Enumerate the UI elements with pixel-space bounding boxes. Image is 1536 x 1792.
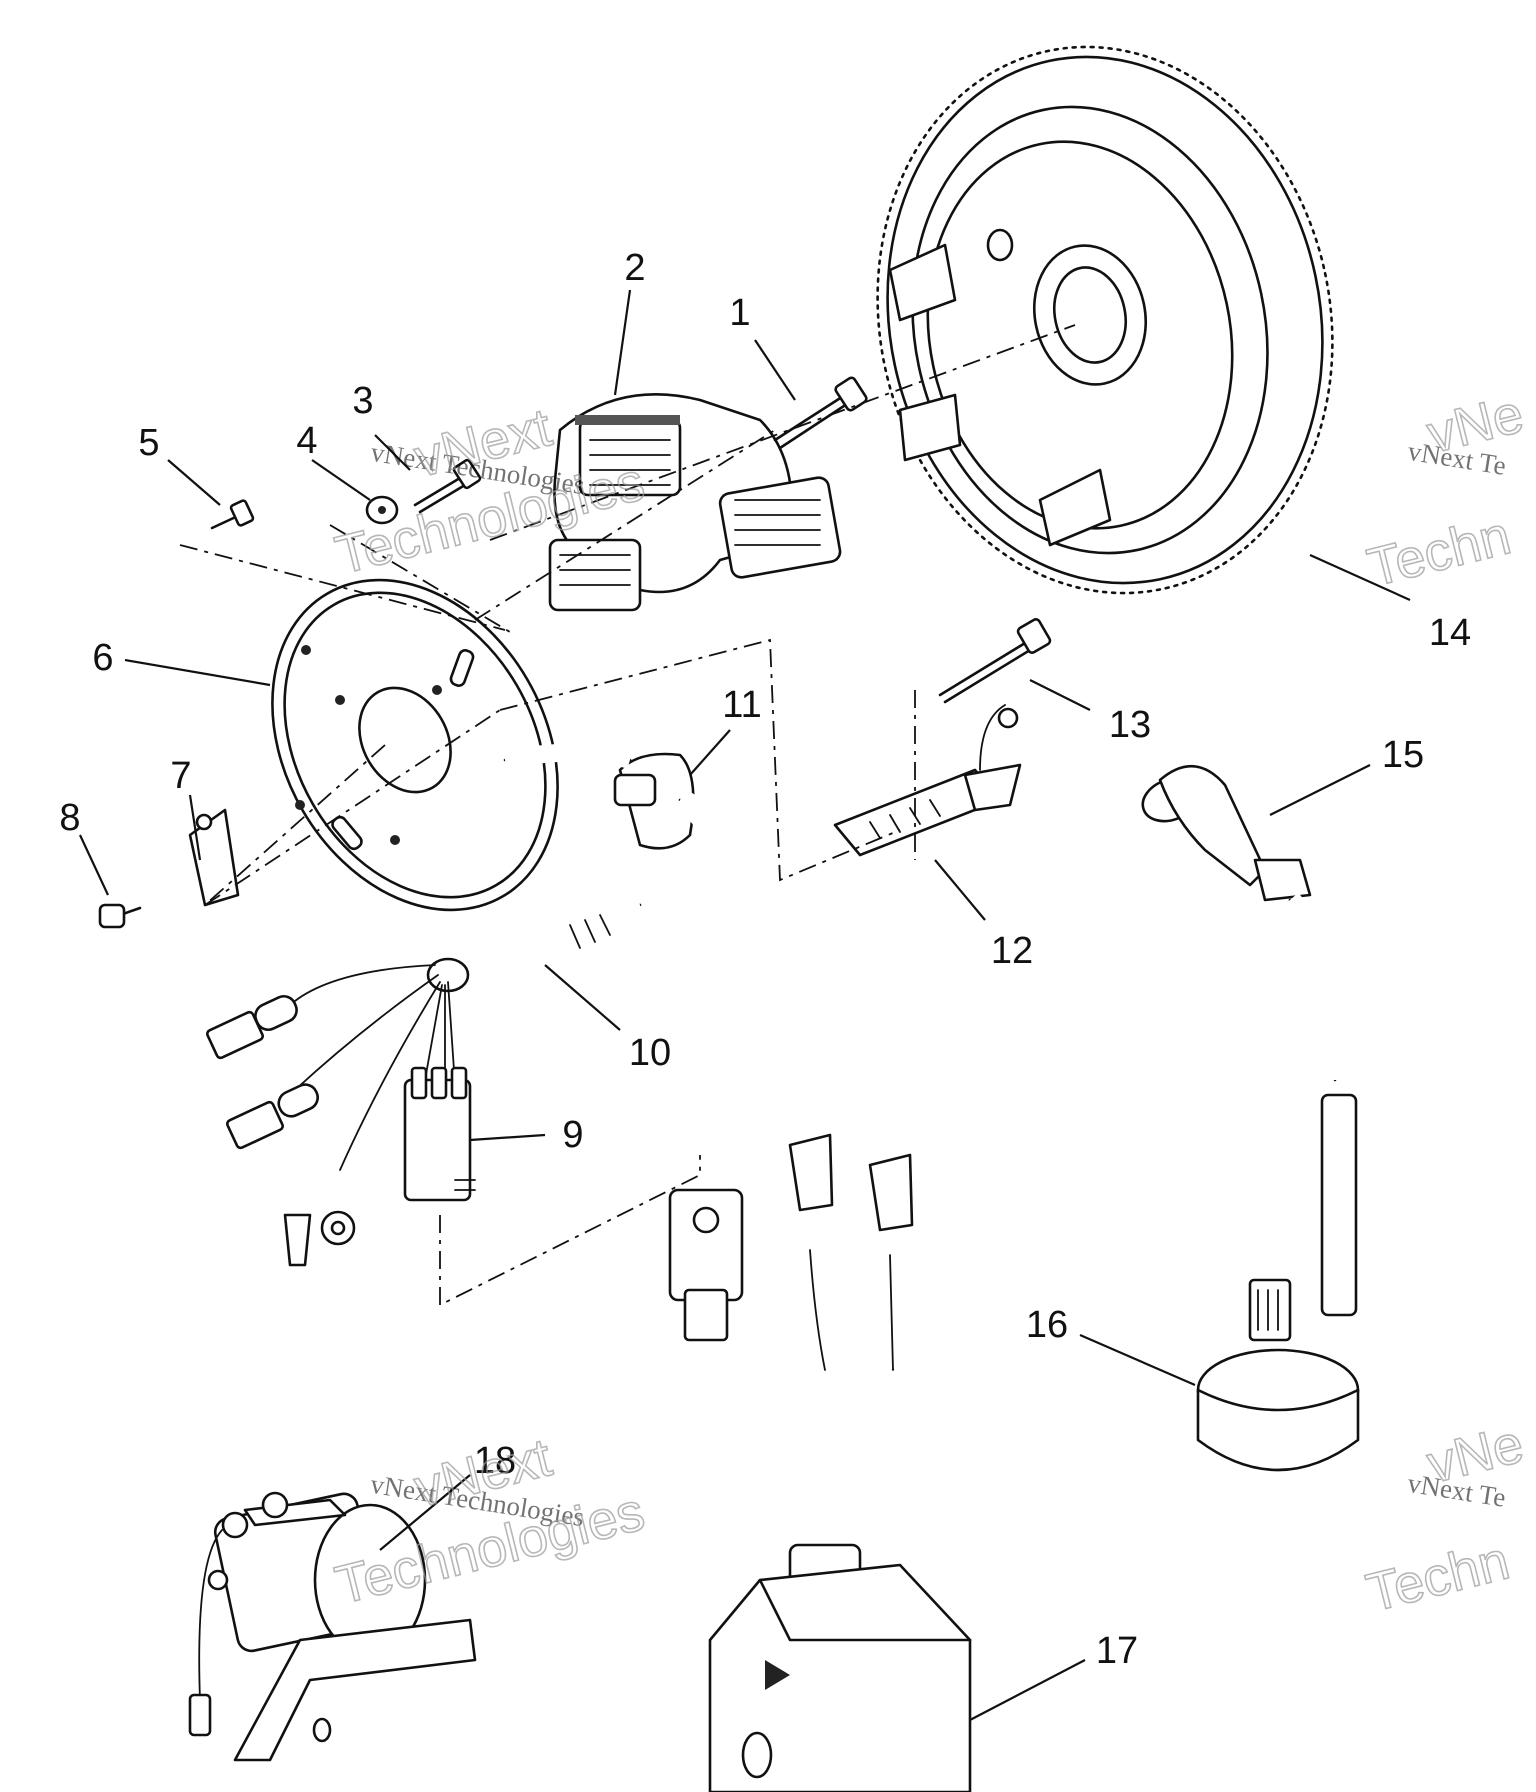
wire-loom (426, 743, 724, 993)
screw-3 (413, 458, 482, 514)
watermark-outline: vNe (1421, 1414, 1529, 1495)
wire-leads (206, 964, 456, 1267)
callout-7: 7 (170, 755, 191, 797)
callout-1: 1 (729, 292, 750, 334)
callout-3: 3 (352, 380, 373, 422)
callout-6: 6 (92, 637, 113, 679)
callout-10: 10 (629, 1032, 671, 1074)
callout-16: 16 (1026, 1304, 1068, 1346)
callout-18: 18 (474, 1440, 516, 1482)
callout-4: 4 (296, 420, 317, 462)
stator (548, 393, 842, 612)
cdi-unit (668, 1133, 972, 1792)
callout-14: 14 (1429, 612, 1471, 654)
callout-5: 5 (138, 422, 159, 464)
callout-labels: 1 2 3 4 5 6 7 8 9 10 11 12 13 14 15 16 1… (59, 247, 1471, 1672)
callout-9: 9 (562, 1114, 583, 1156)
leader-lines (79, 289, 1411, 1721)
ignition-coil (1196, 1093, 1360, 1472)
assembly-lines (179, 324, 1076, 1307)
stator-plate (271, 578, 559, 912)
watermark-outline: vNe (1421, 384, 1529, 465)
callout-15: 15 (1382, 734, 1424, 776)
screw-1 (773, 376, 868, 450)
callout-13: 13 (1109, 704, 1151, 746)
callout-12: 12 (991, 930, 1033, 972)
grommet (613, 752, 695, 850)
pulser-coil (833, 704, 1022, 857)
callout-17: 17 (1096, 1630, 1138, 1672)
screw-5 (210, 499, 255, 530)
flywheel (876, 45, 1334, 595)
callout-11: 11 (722, 684, 761, 726)
wire-clamp (188, 808, 240, 907)
spark-plug-cap (1141, 764, 1346, 1082)
callout-8: 8 (59, 797, 80, 839)
screw-13 (938, 618, 1052, 704)
callout-2: 2 (624, 247, 645, 289)
connector (403, 1066, 476, 1202)
watermark-outline: Techn (1361, 1530, 1515, 1623)
screw-8 (98, 903, 142, 929)
watermark-outline: Techn (1362, 505, 1516, 598)
washer-4 (365, 495, 399, 525)
starter-solenoid (188, 1491, 477, 1762)
